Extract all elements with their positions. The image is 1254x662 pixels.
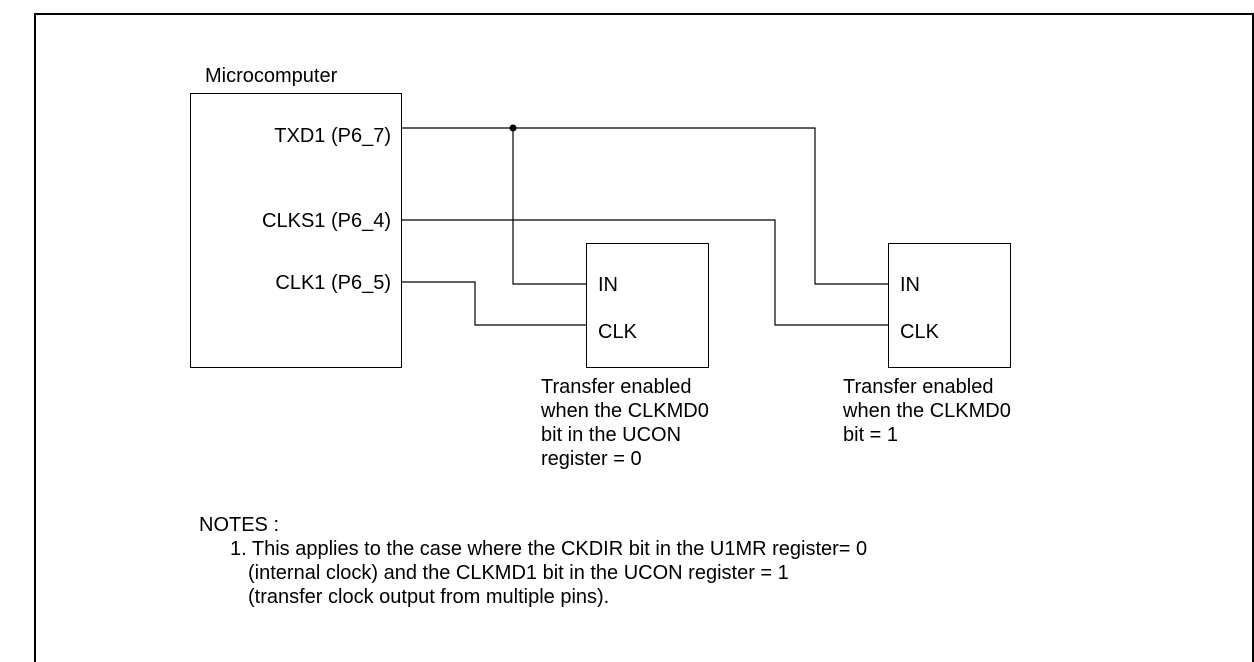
device-right-clk-label: CLK (900, 321, 939, 343)
device-right-in-label: IN (900, 274, 920, 296)
pin-label-txd1: TXD1 (P6_7) (274, 125, 391, 147)
device-box-right (888, 243, 1011, 368)
device-right-caption-line: when the CLKMD0 (843, 400, 1011, 422)
wire-clk1 (402, 281, 586, 326)
pin-label-clks1: CLKS1 (P6_4) (262, 210, 391, 232)
note-line: 1. This applies to the case where the CK… (230, 538, 868, 560)
wire-txd1-branch (512, 128, 586, 285)
wire-txd1-main (402, 127, 888, 285)
microcomputer-box (190, 93, 402, 368)
device-left-caption-line: register = 0 (541, 448, 642, 470)
device-box-left (586, 243, 709, 368)
microcomputer-title: Microcomputer (205, 65, 338, 87)
device-left-caption-line: bit in the UCON (541, 424, 682, 446)
device-left-caption-line: Transfer enabled (541, 376, 692, 398)
junction-dot (509, 124, 517, 132)
wire-clks1 (402, 219, 888, 326)
device-right-caption-line: Transfer enabled (843, 376, 994, 398)
note-line: (internal clock) and the CLKMD1 bit in t… (248, 562, 789, 584)
device-left-caption-line: when the CLKMD0 (541, 400, 709, 422)
pin-label-clk1: CLK1 (P6_5) (275, 272, 391, 294)
device-left-clk-label: CLK (598, 321, 637, 343)
device-right-caption-line: bit = 1 (843, 424, 899, 446)
note-line: (transfer clock output from multiple pin… (248, 586, 610, 608)
device-left-in-label: IN (598, 274, 618, 296)
notes-heading: NOTES : (199, 514, 280, 536)
figure-frame (34, 13, 1254, 662)
